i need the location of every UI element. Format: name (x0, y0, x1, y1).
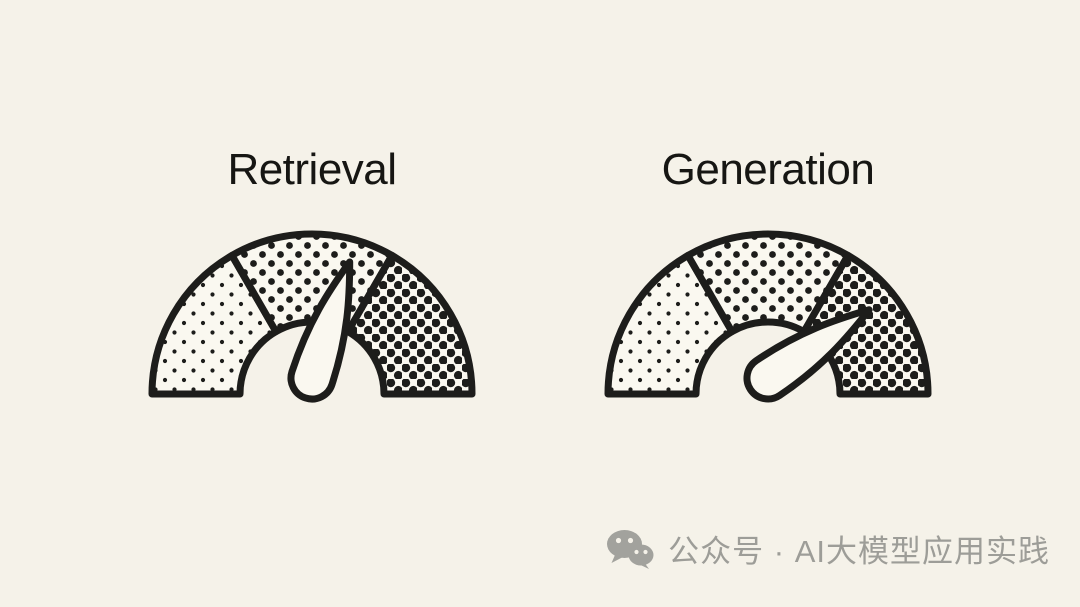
watermark: 公众号 · AI大模型应用实践 (605, 526, 1050, 571)
retrieval-gauge-segment-low (148, 252, 280, 398)
retrieval-gauge-needle (287, 258, 354, 403)
generation-gauge-segment-mid (684, 230, 852, 336)
retrieval-gauge-title: Retrieval (227, 145, 397, 194)
gauges-row: Retrieval Generation (132, 145, 948, 414)
generation-gauge-title: Generation (661, 145, 875, 194)
generation-gauge-needle (743, 306, 873, 403)
retrieval-gauge-segment-mid (228, 230, 396, 336)
wechat-icon (607, 529, 654, 569)
generation-gauge-segment-low (604, 252, 736, 398)
generation-gauge-illustration (604, 230, 932, 403)
retrieval-gauge-illustration (148, 230, 476, 403)
retrieval-gauge-figure: Retrieval (132, 145, 492, 414)
retrieval-gauge-segment-high (344, 252, 476, 398)
generation-gauge-figure: Generation (588, 145, 948, 414)
watermark-text: 公众号 · AI大模型应用实践 (668, 534, 1050, 569)
